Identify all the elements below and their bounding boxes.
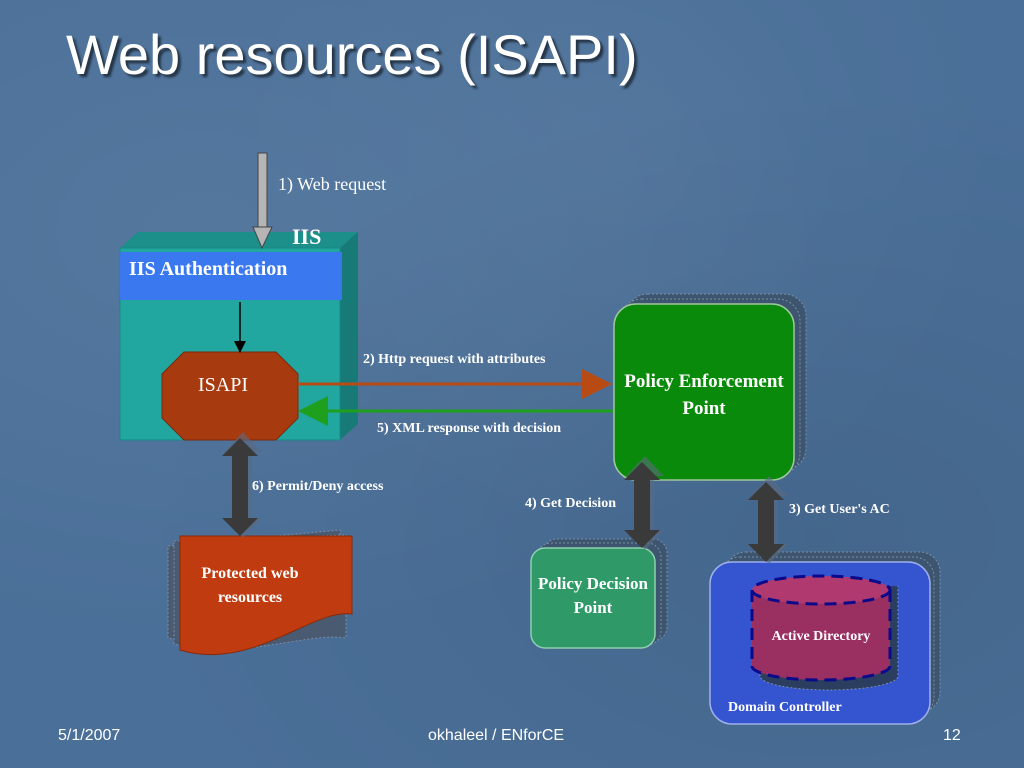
get-user-ac-double-arrow (748, 476, 788, 564)
iis-label: IIS (292, 224, 322, 249)
active-directory-cylinder (750, 574, 899, 691)
pdp-box (530, 538, 668, 649)
step5-label: 5) XML response with decision (377, 421, 562, 436)
get-decision-double-arrow (624, 456, 664, 550)
step6-label: 6) Permit/Deny access (252, 479, 384, 494)
domain-controller-label: Domain Controller (728, 700, 842, 715)
iis-authentication-label: IIS Authentication (129, 258, 288, 280)
iis-box (119, 232, 358, 441)
isapi-octagon (161, 351, 299, 441)
footer-page-number: 12 (943, 727, 961, 744)
web-request-arrow (252, 152, 273, 250)
permit-deny-double-arrow (222, 432, 262, 538)
active-directory-label: Active Directory (771, 628, 871, 644)
step4-label: 4) Get Decision (525, 496, 616, 511)
step2-label: 2) Http request with attributes (363, 352, 546, 367)
iis-authentication-box (120, 252, 342, 300)
footer-date: 5/1/2007 (58, 727, 121, 744)
slide-title: Web resources (ISAPI) (66, 23, 638, 86)
pep-box (613, 293, 807, 481)
pep-label: Policy Enforcement Point (624, 371, 784, 419)
isapi-label: ISAPI (198, 374, 249, 396)
step3-label: 3) Get User's AC (789, 502, 890, 517)
footer-author: okhaleel / ENforCE (428, 727, 565, 744)
step1-label: 1) Web request (278, 174, 387, 194)
pdp-label: Policy Decision Point (537, 574, 648, 617)
protected-resources-stack (167, 529, 353, 656)
protected-resources-label: Protected web resources (201, 565, 299, 606)
